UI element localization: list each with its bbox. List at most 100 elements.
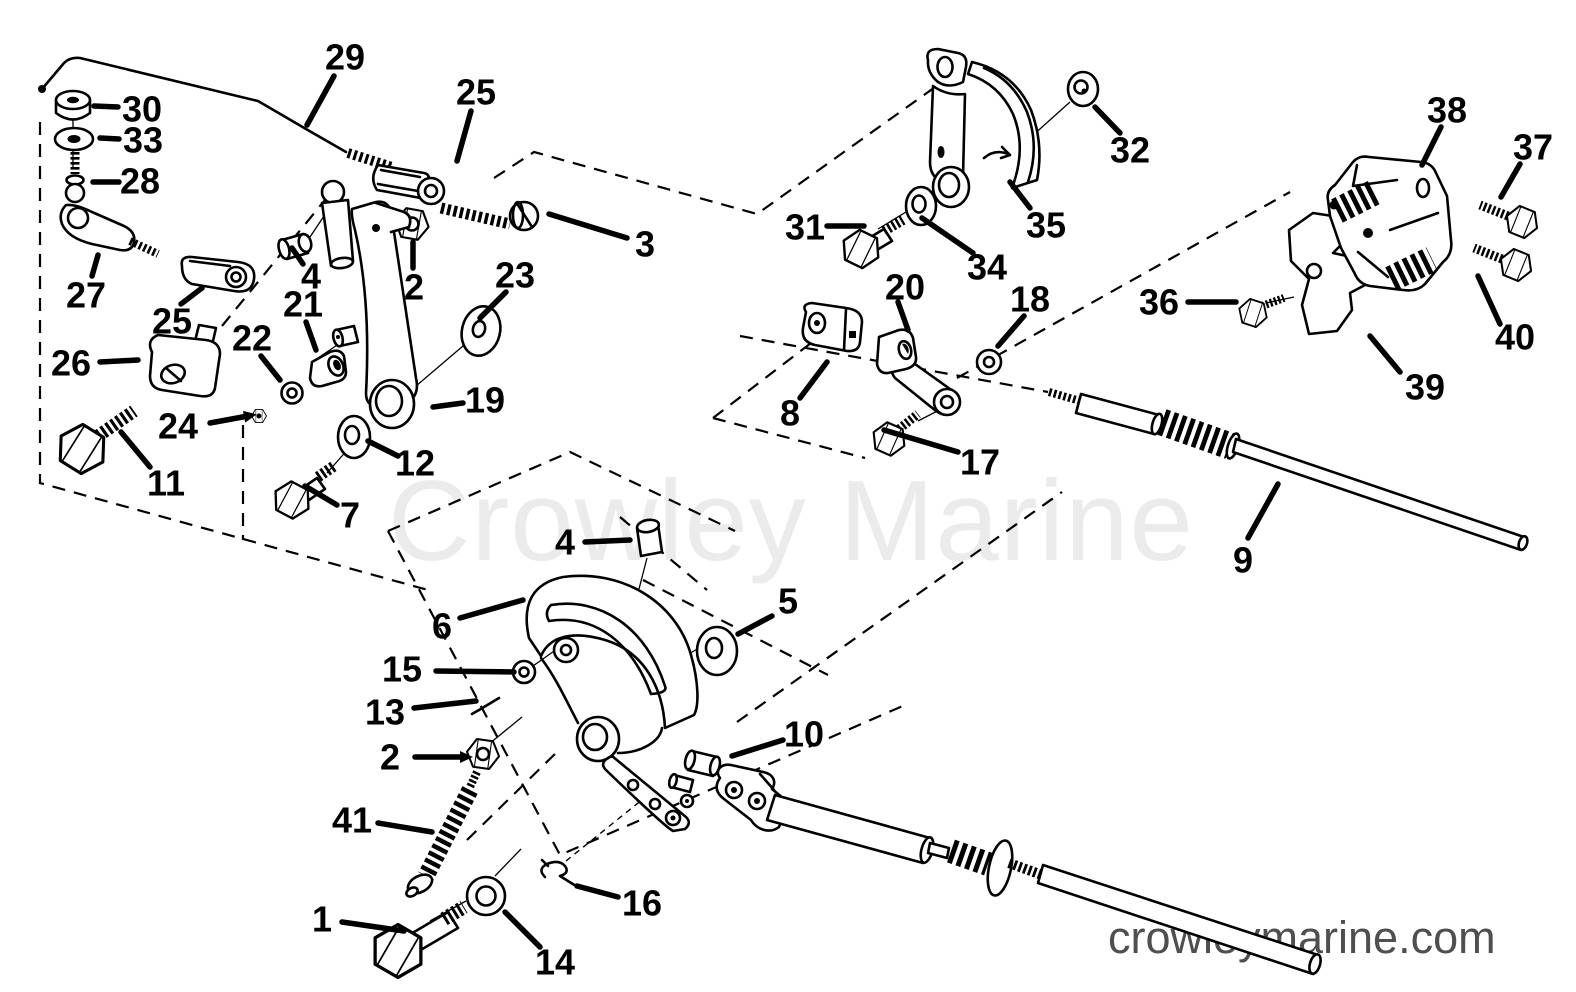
part-23-washer: [460, 305, 502, 357]
callout-arrowhead-2: [460, 751, 473, 763]
callout-leader-34: [919, 215, 976, 256]
callout-label-18: 18: [1010, 279, 1050, 320]
part-40-bolt: [1472, 243, 1538, 286]
callout-label-25: 25: [456, 72, 496, 113]
part-4-bushing-upper: [277, 232, 313, 261]
callout-leader-23: [477, 289, 509, 321]
part-24-nut: [251, 408, 267, 424]
part-8-cable-trunnion: [801, 301, 864, 353]
callout-label-30: 30: [122, 89, 162, 130]
callout-leader-27: [89, 252, 101, 279]
part-38-cable-clamp: [1326, 155, 1453, 292]
callout-label-40: 40: [1495, 317, 1535, 358]
callout-label-22: 22: [232, 318, 272, 359]
callout-leader-40: [1475, 273, 1503, 327]
callout-label-24: 24: [158, 406, 198, 447]
part-21-bushing: [308, 349, 348, 388]
callout-leader-18: [995, 313, 1027, 349]
callout-label-13: 13: [365, 692, 405, 733]
part-26-knob: [148, 323, 222, 398]
callout-leader-1: [339, 919, 407, 934]
callout-label-14: 14: [535, 942, 575, 983]
part-20-link: [875, 328, 962, 417]
callout-arrowhead-24: [242, 410, 257, 423]
part-31-bolt: [835, 215, 906, 274]
callout-label-37: 37: [1513, 127, 1553, 168]
callout-leader-30: [91, 103, 121, 110]
part-13-pin: [470, 696, 501, 716]
callout-leader-35: [1007, 179, 1033, 211]
part-18-washer: [975, 348, 1003, 376]
callout-label-27: 27: [66, 275, 106, 316]
part-4-bushing-lower: [635, 518, 664, 558]
callout-leader-14: [502, 909, 543, 950]
leader-lines: [89, 73, 1523, 950]
callout-leader-10: [729, 737, 786, 759]
callout-leader-7: [302, 483, 340, 508]
callout-leader-25: [454, 108, 474, 164]
callout-leader-20: [895, 299, 911, 333]
callout-leader-38: [1419, 124, 1444, 168]
callout-label-21: 21: [283, 284, 323, 325]
callout-leader-39: [1367, 333, 1403, 375]
part-1-bolt: [361, 900, 468, 987]
callout-label-8: 8: [780, 393, 800, 434]
callout-label-17: 17: [960, 442, 1000, 483]
part-15-washer: [511, 659, 537, 685]
callout-label-41: 41: [332, 800, 372, 841]
callout-label-7: 7: [340, 495, 360, 536]
part-10-pin: [667, 749, 722, 794]
callout-label-25: 25: [152, 301, 192, 342]
callout-label-1: 1: [312, 899, 332, 940]
callout-label-32: 32: [1110, 130, 1150, 171]
watermark: Crowley Marine: [388, 458, 1194, 585]
callout-leader-22: [258, 353, 283, 383]
callout-label-2: 2: [404, 267, 424, 308]
part-28-screw: [64, 152, 86, 204]
callout-leader-9: [1245, 481, 1281, 541]
callout-label-4: 4: [301, 256, 321, 297]
callout-leader-32: [1092, 104, 1123, 136]
callout-label-29: 29: [325, 37, 365, 78]
callout-label-35: 35: [1026, 205, 1066, 246]
part-33-washer: [53, 126, 95, 152]
part-41-spring: [405, 770, 481, 898]
callout-leader-16: [574, 883, 621, 900]
callout-label-38: 38: [1427, 90, 1467, 131]
callout-label-11: 11: [147, 463, 185, 504]
callout-label-16: 16: [622, 883, 662, 924]
callout-label-34: 34: [967, 247, 1007, 288]
part-30-nut: [54, 89, 92, 121]
callout-label-33: 33: [123, 120, 163, 161]
callout-leader-4: [582, 537, 633, 545]
callout-label-10: 10: [784, 714, 824, 755]
callout-leader-15: [433, 668, 517, 675]
callout-leader-17: [881, 427, 961, 455]
callout-leader-25: [178, 285, 205, 307]
callout-label-19: 19: [465, 380, 505, 421]
callout-label-23: 23: [495, 255, 535, 296]
part-27-ball-joint-link: [59, 203, 160, 258]
callout-leader-33: [97, 135, 122, 142]
callout-leader-41: [375, 820, 435, 835]
part-19-lever-arm: [320, 179, 419, 430]
part-16-clip: [540, 858, 578, 888]
callout-leader-11: [118, 429, 153, 470]
callout-label-2: 2: [380, 737, 400, 778]
callout-leader-26: [97, 357, 141, 365]
part-3-screw: [439, 200, 540, 232]
part-6-throttle-cam: [525, 574, 699, 833]
callout-label-36: 36: [1139, 282, 1179, 323]
part-32-washer: [1066, 70, 1100, 108]
part-5-washer: [695, 625, 739, 677]
callout-leader-5: [735, 613, 775, 637]
callout-label-12: 12: [395, 443, 435, 484]
callout-leader-19: [430, 400, 466, 410]
part-25-clevis-upper: [371, 163, 446, 206]
callout-label-15: 15: [382, 649, 422, 690]
part-2-locknut-lower: [463, 736, 503, 772]
parts: [38, 47, 1544, 987]
callout-leader-6: [457, 597, 526, 621]
